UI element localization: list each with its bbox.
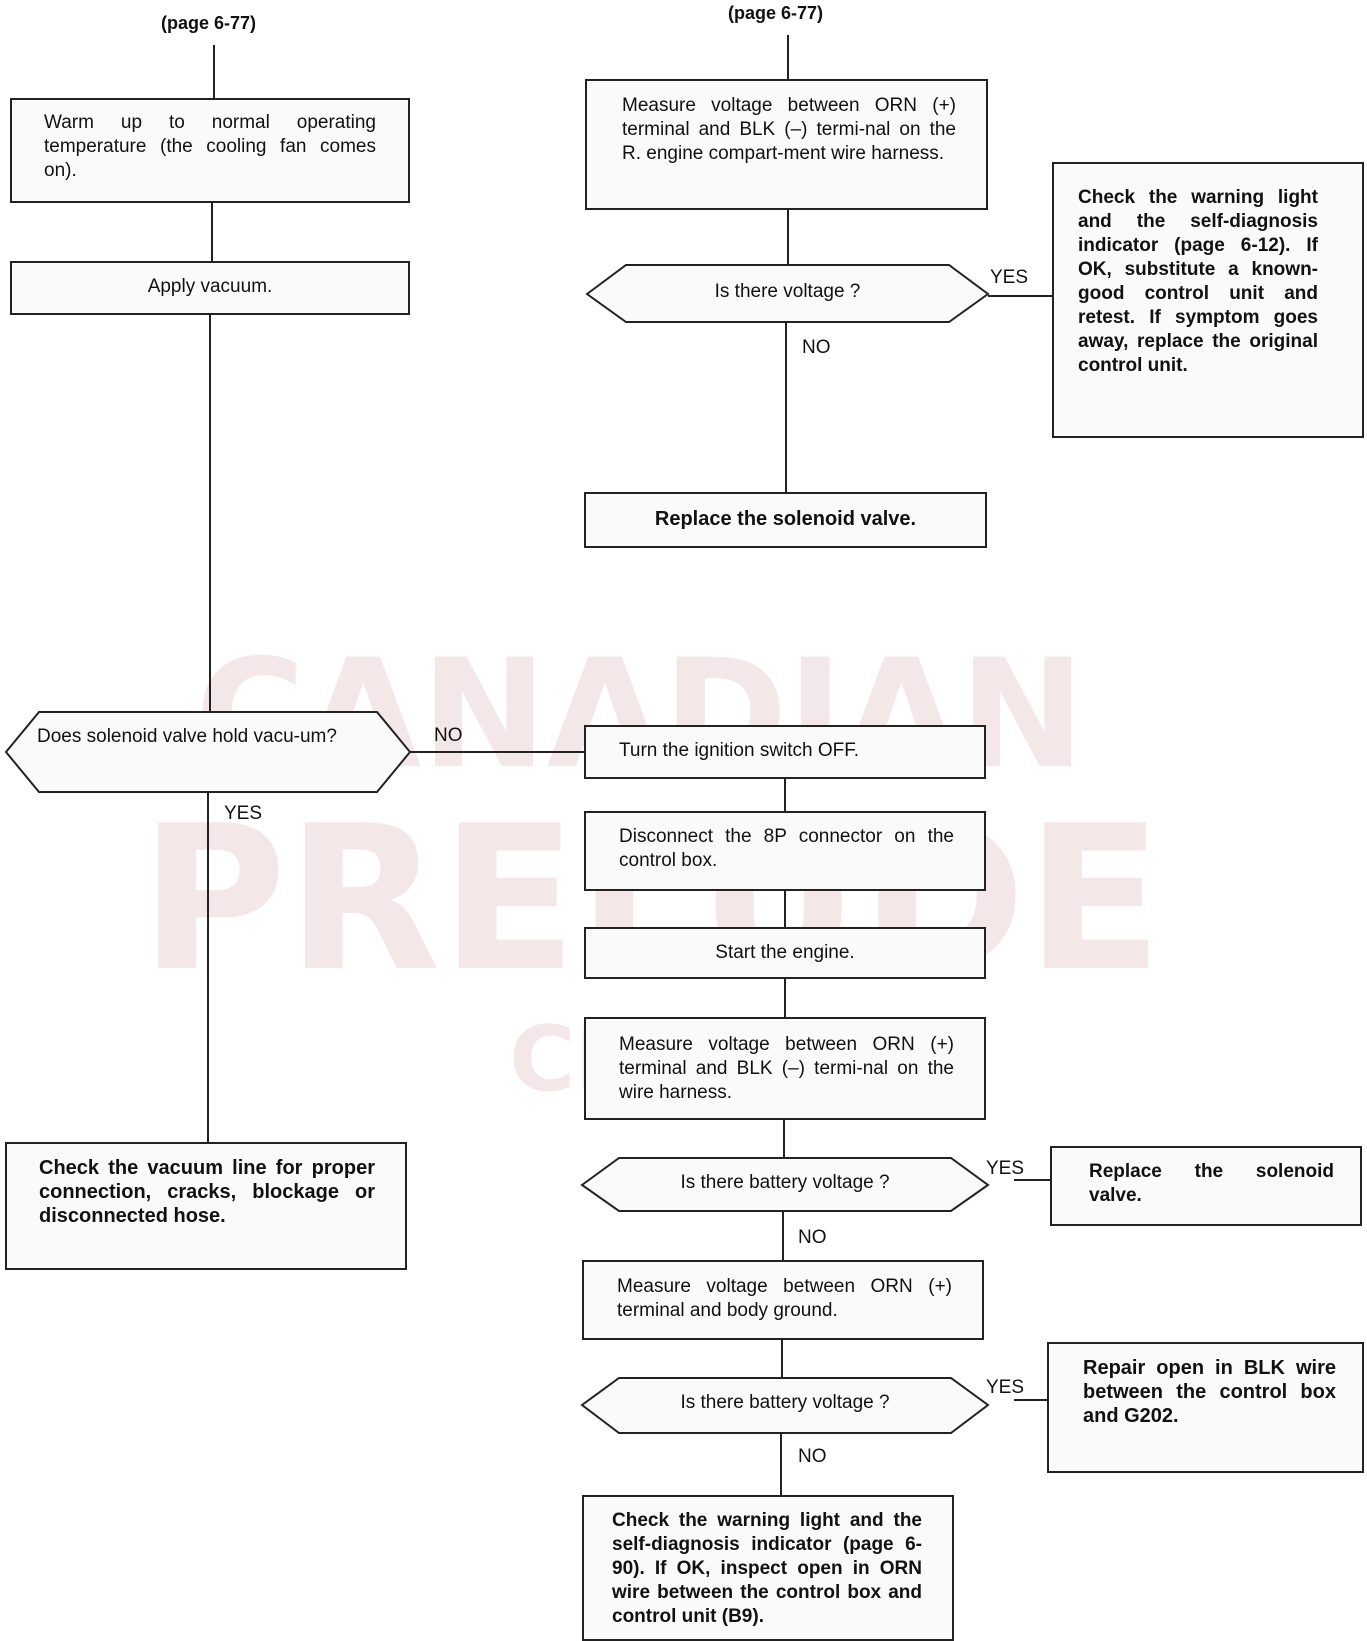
result-check-vacuum-line-text: Check the vacuum line for proper connect… bbox=[39, 1157, 375, 1227]
step-ignition-off: Turn the ignition switch OFF. bbox=[584, 725, 986, 779]
step-measure-body-ground: Measure voltage between ORN (+) terminal… bbox=[582, 1260, 984, 1340]
label-no-hold-vacuum: NO bbox=[434, 725, 463, 746]
step-apply-vacuum-text: Apply vacuum. bbox=[147, 276, 273, 297]
result-check-warning-light: Check the warning light and the self-dia… bbox=[1052, 162, 1364, 438]
decision-battery-voltage-1-text: Is there battery voltage ? bbox=[680, 1172, 890, 1193]
result-check-warning-light-text: Check the warning light and the self-dia… bbox=[1078, 187, 1318, 376]
decision-voltage-diamond bbox=[585, 264, 990, 323]
step-start-engine: Start the engine. bbox=[584, 927, 986, 979]
right-page-reference: (page 6-77) bbox=[728, 3, 824, 23]
label-no-battery-1: NO bbox=[798, 1227, 827, 1248]
result-replace-solenoid-2: Replace the solenoid valve. bbox=[1050, 1146, 1362, 1226]
decision-battery-voltage-1-diamond bbox=[580, 1157, 990, 1212]
result-check-warning-light-2-text: Check the warning light and the self-dia… bbox=[612, 1510, 922, 1627]
label-yes-voltage: YES bbox=[990, 267, 1029, 288]
left-page-reference: (page 6-77) bbox=[161, 13, 257, 33]
result-replace-solenoid-text: Replace the solenoid valve. bbox=[654, 508, 917, 530]
step-measure-wire-harness-text: Measure voltage between ORN (+) terminal… bbox=[619, 1034, 954, 1103]
step-start-engine-text: Start the engine. bbox=[715, 942, 855, 963]
label-yes-battery-1: YES bbox=[986, 1158, 1025, 1179]
decision-battery-voltage-2-diamond bbox=[580, 1377, 990, 1434]
label-yes-battery-2: YES bbox=[986, 1377, 1025, 1398]
decision-voltage-text: Is there voltage ? bbox=[714, 281, 861, 302]
step-ignition-off-text: Turn the ignition switch OFF. bbox=[619, 740, 860, 761]
result-repair-blk-wire-text: Repair open in BLK wire between the cont… bbox=[1083, 1357, 1336, 1427]
result-replace-solenoid-2-text: Replace the solenoid valve. bbox=[1089, 1161, 1334, 1206]
decision-battery-voltage-2-text: Is there battery voltage ? bbox=[680, 1392, 890, 1413]
label-no-voltage: NO bbox=[802, 337, 831, 358]
step-measure-voltage: Measure voltage between ORN (+) terminal… bbox=[585, 79, 988, 210]
step-warm-up: Warm up to normal operating temperature … bbox=[10, 98, 410, 203]
step-measure-wire-harness: Measure voltage between ORN (+) terminal… bbox=[584, 1017, 986, 1120]
result-repair-blk-wire: Repair open in BLK wire between the cont… bbox=[1047, 1342, 1364, 1473]
result-check-warning-light-2: Check the warning light and the self-dia… bbox=[582, 1495, 954, 1641]
step-disconnect-8p: Disconnect the 8P connector on the contr… bbox=[584, 811, 986, 891]
result-replace-solenoid: Replace the solenoid valve. bbox=[584, 492, 987, 548]
step-apply-vacuum: Apply vacuum. bbox=[10, 261, 410, 315]
label-yes-hold-vacuum: YES bbox=[224, 803, 263, 824]
step-warm-up-text: Warm up to normal operating temperature … bbox=[44, 112, 376, 181]
decision-hold-vacuum-text: Does solenoid valve hold vacu-um? bbox=[37, 726, 337, 747]
label-no-battery-2: NO bbox=[798, 1446, 827, 1467]
step-measure-voltage-text: Measure voltage between ORN (+) terminal… bbox=[622, 95, 956, 164]
step-measure-body-ground-text: Measure voltage between ORN (+) terminal… bbox=[617, 1276, 952, 1321]
step-disconnect-8p-text: Disconnect the 8P connector on the contr… bbox=[619, 826, 954, 871]
result-check-vacuum-line: Check the vacuum line for proper connect… bbox=[5, 1142, 407, 1270]
decision-hold-vacuum-diamond bbox=[4, 711, 412, 793]
